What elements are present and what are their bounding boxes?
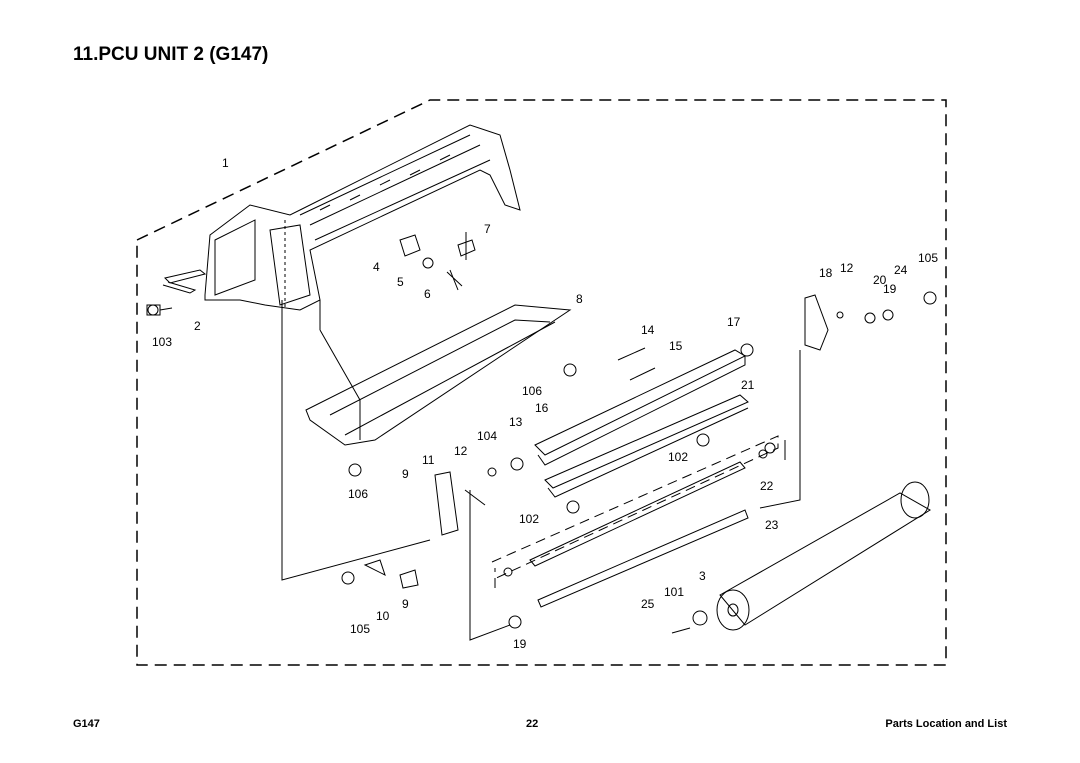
callout-105: 105 [918, 251, 938, 265]
callout-6: 6 [424, 287, 431, 301]
part-shaft-23 [537, 509, 749, 608]
callout-16: 16 [535, 401, 549, 415]
callout-103: 103 [152, 335, 172, 349]
callout-21: 21 [741, 378, 755, 392]
callout-101: 101 [664, 585, 684, 599]
callout-11: 11 [422, 453, 435, 467]
callout-25: 25 [641, 597, 655, 611]
part-plate [305, 304, 572, 446]
callout-105b: 105 [350, 622, 370, 636]
callout-104: 104 [477, 429, 497, 443]
callout-12b: 12 [454, 444, 468, 458]
part-spring [617, 347, 656, 381]
unit-boundary-dashed [136, 99, 947, 666]
footer-section-title: Parts Location and List [885, 718, 1007, 730]
callout-106b: 106 [348, 487, 368, 501]
part-bracket-left [434, 471, 459, 536]
callout-13: 13 [509, 415, 523, 429]
callout-4: 4 [373, 260, 380, 274]
callout-20: 20 [873, 273, 887, 287]
part-screw [146, 304, 173, 316]
part-frame [204, 124, 521, 311]
part-rail-21 [544, 394, 749, 498]
callout-23: 23 [765, 518, 779, 532]
callout-19: 19 [883, 282, 897, 296]
callout-18: 18 [819, 266, 833, 280]
part-gear [399, 234, 421, 257]
callout-1: 1 [222, 156, 229, 170]
page-title: 11.PCU UNIT 2 (G147) [73, 44, 269, 65]
callout-22: 22 [760, 479, 774, 493]
part-lever [162, 269, 207, 294]
callout-14: 14 [641, 323, 655, 337]
part-bracket [804, 294, 829, 351]
callout-102b: 102 [519, 512, 539, 526]
callout-15: 15 [669, 339, 683, 353]
callout-10: 10 [376, 609, 390, 623]
callout-9b: 9 [402, 597, 409, 611]
callout-102: 102 [668, 450, 688, 464]
part-shaft [529, 461, 746, 567]
callout-8: 8 [576, 292, 583, 306]
callout-5: 5 [397, 275, 404, 289]
callout-2: 2 [194, 319, 201, 333]
callout-3: 3 [699, 569, 706, 583]
callout-9: 9 [402, 467, 409, 481]
part-drum [719, 492, 931, 626]
part-rail [534, 349, 747, 466]
footer-page-number: 22 [526, 718, 539, 730]
callout-17: 17 [727, 315, 741, 329]
footer-model-code: G147 [73, 718, 100, 730]
callout-106: 106 [522, 384, 542, 398]
callout-12: 12 [840, 261, 854, 275]
callout-19b: 19 [513, 637, 527, 651]
callout-24: 24 [894, 263, 908, 277]
callout-7: 7 [484, 222, 491, 236]
